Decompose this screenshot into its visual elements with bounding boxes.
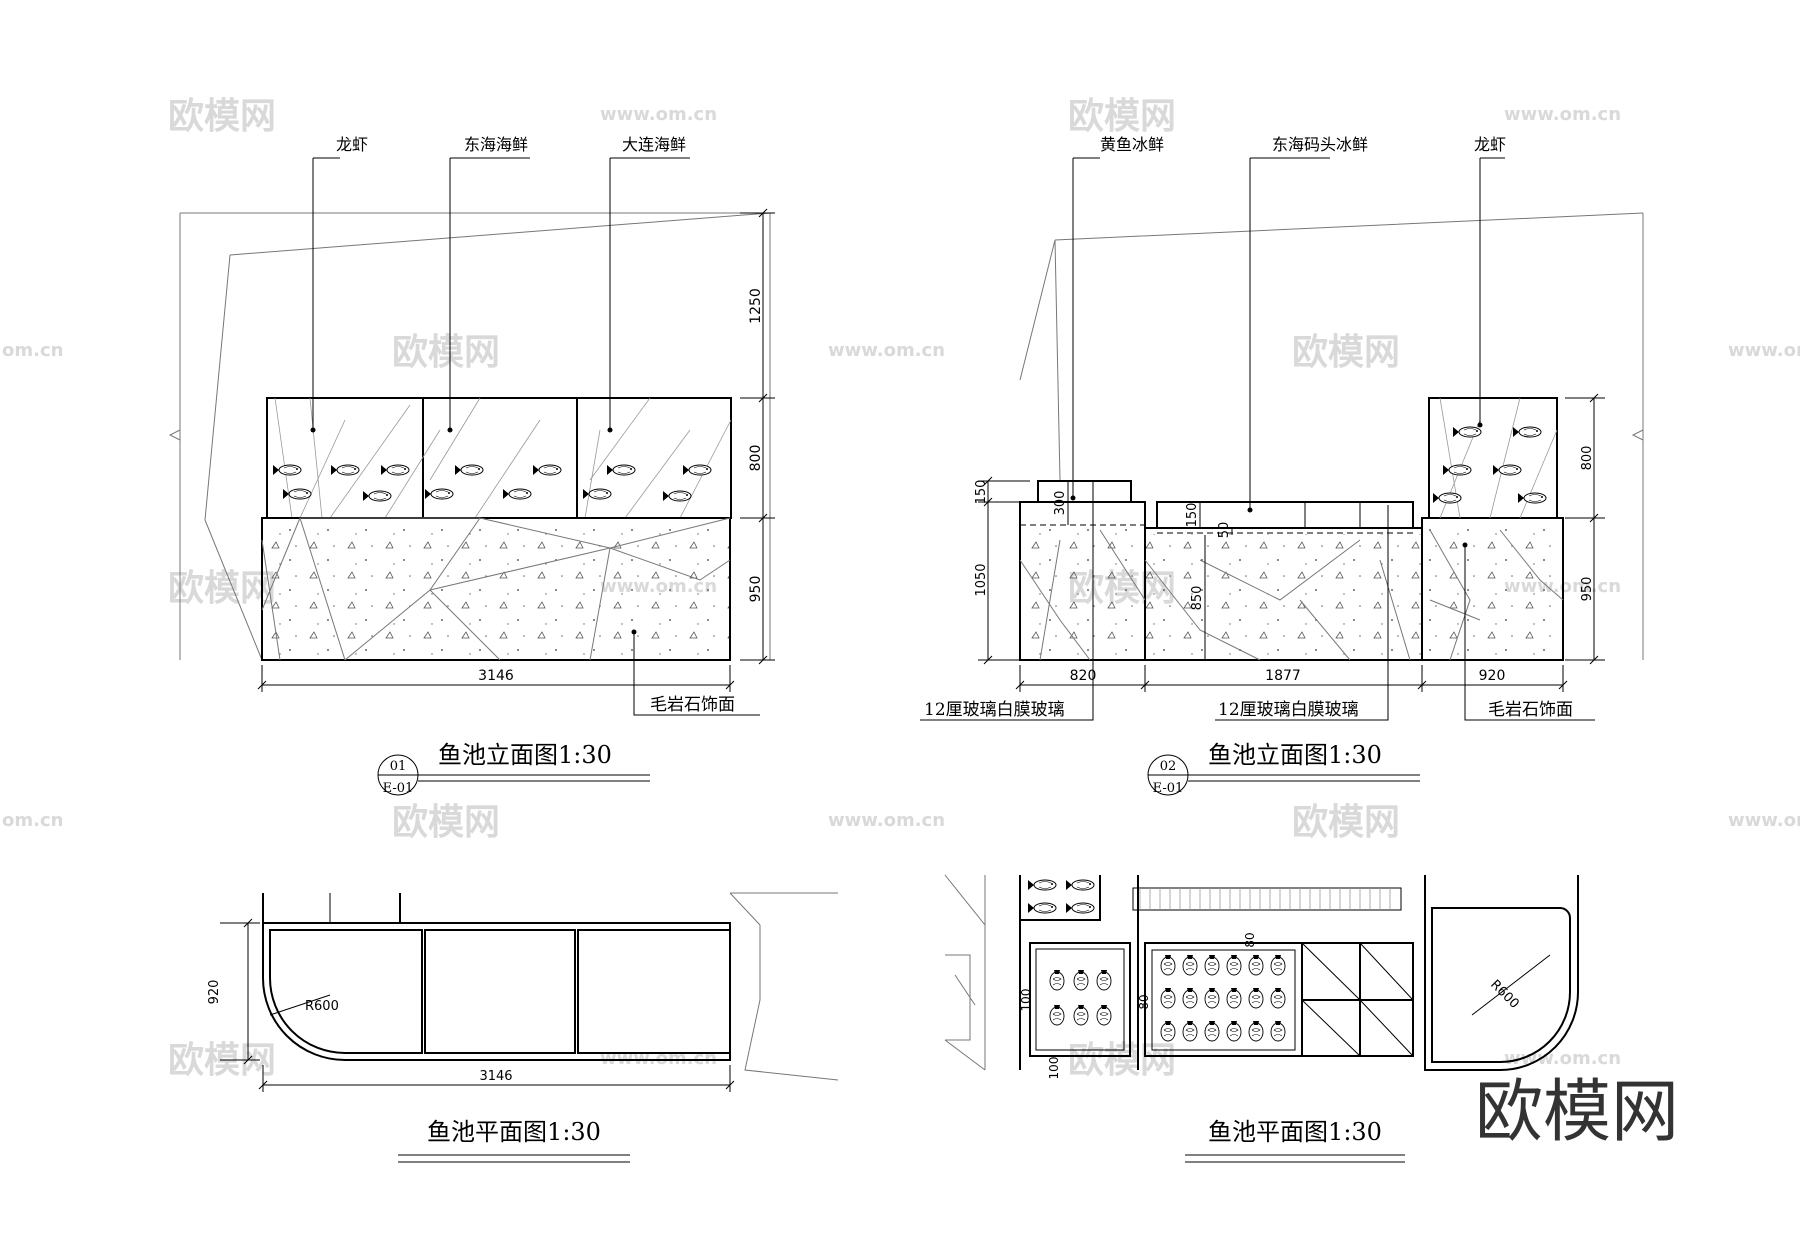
middle-ice-tray: [1156, 501, 1414, 529]
dim-920-plan: 920: [207, 980, 222, 1005]
dim-80-b: 80: [1243, 932, 1257, 947]
watermark-url: www.om.cn: [600, 104, 717, 125]
label-lobster: 龙虾: [336, 135, 368, 154]
title-plan-1: 鱼池平面图1:30: [427, 1118, 601, 1146]
bag-group-middle: [1160, 954, 1286, 1042]
label-pier-chilled: 东海码头冰鲜: [1272, 135, 1368, 154]
left-ice-tray: [1037, 480, 1132, 503]
dim-820: 820: [1070, 668, 1097, 684]
label-lobster-2: 龙虾: [1474, 135, 1506, 154]
watermark-text: 欧模网: [168, 96, 276, 137]
watermark-text: 欧模网: [392, 802, 500, 843]
dim-1050: 1050: [974, 563, 989, 596]
dim-800: 800: [748, 445, 764, 472]
watermark-url: om.cn: [2, 340, 63, 361]
watermark-text: 欧模网: [1068, 96, 1176, 137]
dim-1250: 1250: [748, 288, 764, 324]
dim-950: 950: [748, 576, 764, 603]
dim-800-right: 800: [1580, 446, 1595, 471]
dim-100-b: 100: [1047, 1057, 1061, 1080]
tank-2: [422, 397, 578, 519]
ref-sheet: E-01: [383, 781, 414, 796]
watermark-text: 欧模网: [168, 568, 276, 609]
watermark-url: www.om.cn: [828, 340, 945, 361]
tank-1: [266, 397, 424, 519]
watermark-url: www.om.cn: [1728, 340, 1800, 361]
dim-3146-plan: 3146: [479, 1069, 512, 1084]
dim-100-a: 100: [1019, 989, 1033, 1012]
ref-sheet-2: E-01: [1153, 781, 1184, 796]
note-rough-stone: 毛岩石饰面: [650, 695, 735, 715]
watermark-text: 欧模网: [1292, 802, 1400, 843]
dim-80-a: 80: [1137, 994, 1151, 1009]
watermark-url: www.om.cn: [1728, 810, 1800, 831]
dimension-vertical: [740, 208, 775, 665]
dim-850: 850: [1190, 586, 1205, 611]
plan-2: R600 100 100 80 80 鱼池平面图1:30: [944, 874, 1579, 1163]
watermark-text: 欧模网: [392, 332, 500, 373]
plan-1: R600 920 3146 鱼池平面图1:30: [207, 892, 839, 1163]
label-yellow-croaker: 黄鱼冰鲜: [1100, 135, 1164, 154]
fish-group-right: [1432, 426, 1547, 504]
note-rough-stone-2: 毛岩石饰面: [1488, 700, 1573, 720]
watermark-url: om.cn: [2, 810, 63, 831]
title-elevation-1: 鱼池立面图1:30: [438, 741, 612, 769]
watermark-url: www.om.cn: [1504, 104, 1621, 125]
dim-920: 920: [1479, 668, 1506, 684]
label-east-sea-seafood: 东海海鲜: [464, 135, 528, 154]
elevation-1: 龙虾 东海海鲜 大连海鲜 1250 800 950 3146 毛岩石饰面 01 …: [168, 135, 775, 796]
brand-logo: 欧模网: [1475, 1073, 1679, 1152]
watermark-text: 欧模网: [1068, 1040, 1176, 1081]
dim-3146: 3146: [478, 668, 514, 684]
dim-50: 50: [1217, 522, 1232, 539]
watermark-url: www.om.cn: [828, 810, 945, 831]
dim-150-inner: 150: [1185, 503, 1200, 528]
fish-group: [272, 464, 712, 502]
note-glass-left: 12厘玻璃白膜玻璃: [924, 700, 1065, 720]
dim-1877: 1877: [1265, 668, 1301, 684]
ref-number: 01: [390, 759, 407, 774]
leader-lines: [310, 157, 690, 433]
watermark-url: www.om.cn: [600, 1048, 717, 1069]
label-dalian-seafood: 大连海鲜: [622, 135, 686, 154]
dim-300: 300: [1053, 491, 1068, 516]
title-elevation-2: 鱼池立面图1:30: [1208, 741, 1382, 769]
radius-label: R600: [305, 999, 339, 1014]
dim-950-right: 950: [1580, 577, 1595, 602]
stone-base: [262, 518, 730, 660]
watermark-text: 欧模网: [1292, 332, 1400, 373]
elevation-2: 黄鱼冰鲜 东海码头冰鲜 龙虾 150 1050 300 150 50 850 8…: [920, 135, 1644, 796]
radius-label-2: R600: [1487, 977, 1522, 1012]
ref-number-2: 02: [1160, 759, 1177, 774]
dim-150-left: 150: [974, 480, 989, 505]
tank-3: [576, 397, 732, 519]
bag-group-left: [1049, 969, 1112, 1026]
title-plan-2: 鱼池平面图1:30: [1208, 1118, 1382, 1146]
note-glass-middle: 12厘玻璃白膜玻璃: [1218, 700, 1359, 720]
